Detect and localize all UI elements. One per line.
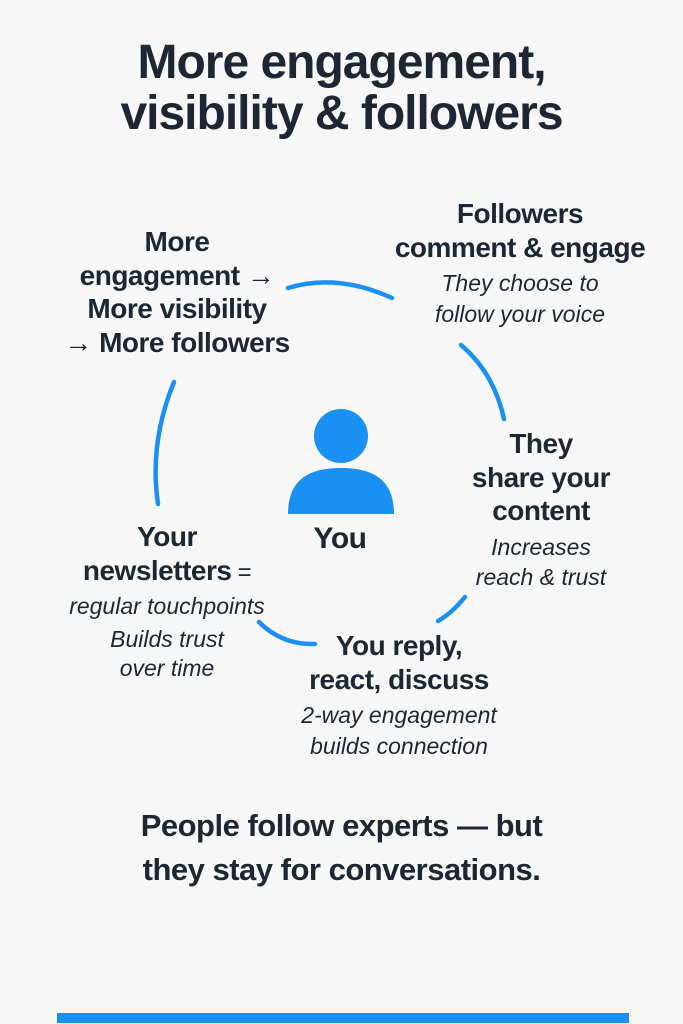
person-icon: [288, 409, 394, 514]
node-followers-heading: Followers comment & engage: [394, 198, 646, 263]
bottom-accent-bar: [57, 1013, 629, 1023]
node-reply-note: 2-way engagement builds connection: [301, 702, 497, 759]
node-newsletters: Your newsletters = regular touchpoints B…: [17, 520, 317, 684]
node-share-heading: They share your content: [471, 428, 611, 527]
center-you-label: You: [313, 522, 367, 555]
node-newsletters-note: regular touchpoints: [69, 593, 265, 620]
arc-top-connector: [285, 280, 395, 301]
node-growth-heading: More engagement → More visibility → More…: [64, 226, 290, 358]
node-newsletters-heading-text: Your newsletters: [82, 521, 232, 586]
node-followers-note: They choose to follow your voice: [434, 270, 606, 327]
page-title: More engagement, visibility & followers: [120, 36, 563, 140]
node-newsletters-heading: Your newsletters =: [17, 520, 317, 587]
node-newsletters-heading-suffix: =: [231, 558, 252, 586]
node-reply-heading: You reply, react, discuss: [309, 630, 489, 695]
arc-right-upper-connector: [458, 342, 507, 422]
node-share-content: They share your content Increases reach …: [421, 427, 661, 593]
arc-bottom-connector: [256, 619, 318, 647]
node-you-reply: You reply, react, discuss 2-way engageme…: [239, 629, 559, 761]
node-share-note: Increases reach & trust: [475, 533, 607, 591]
arc-left-connector: [153, 379, 177, 507]
footer-statement: People follow experts — but they stay fo…: [140, 808, 543, 888]
node-followers-engage: Followers comment & engage They choose t…: [360, 197, 680, 329]
node-growth-loop: More engagement → More visibility → More…: [17, 225, 337, 359]
node-newsletters-note2: Builds trust over time: [110, 625, 224, 682]
arc-right-lower-connector: [435, 594, 468, 624]
